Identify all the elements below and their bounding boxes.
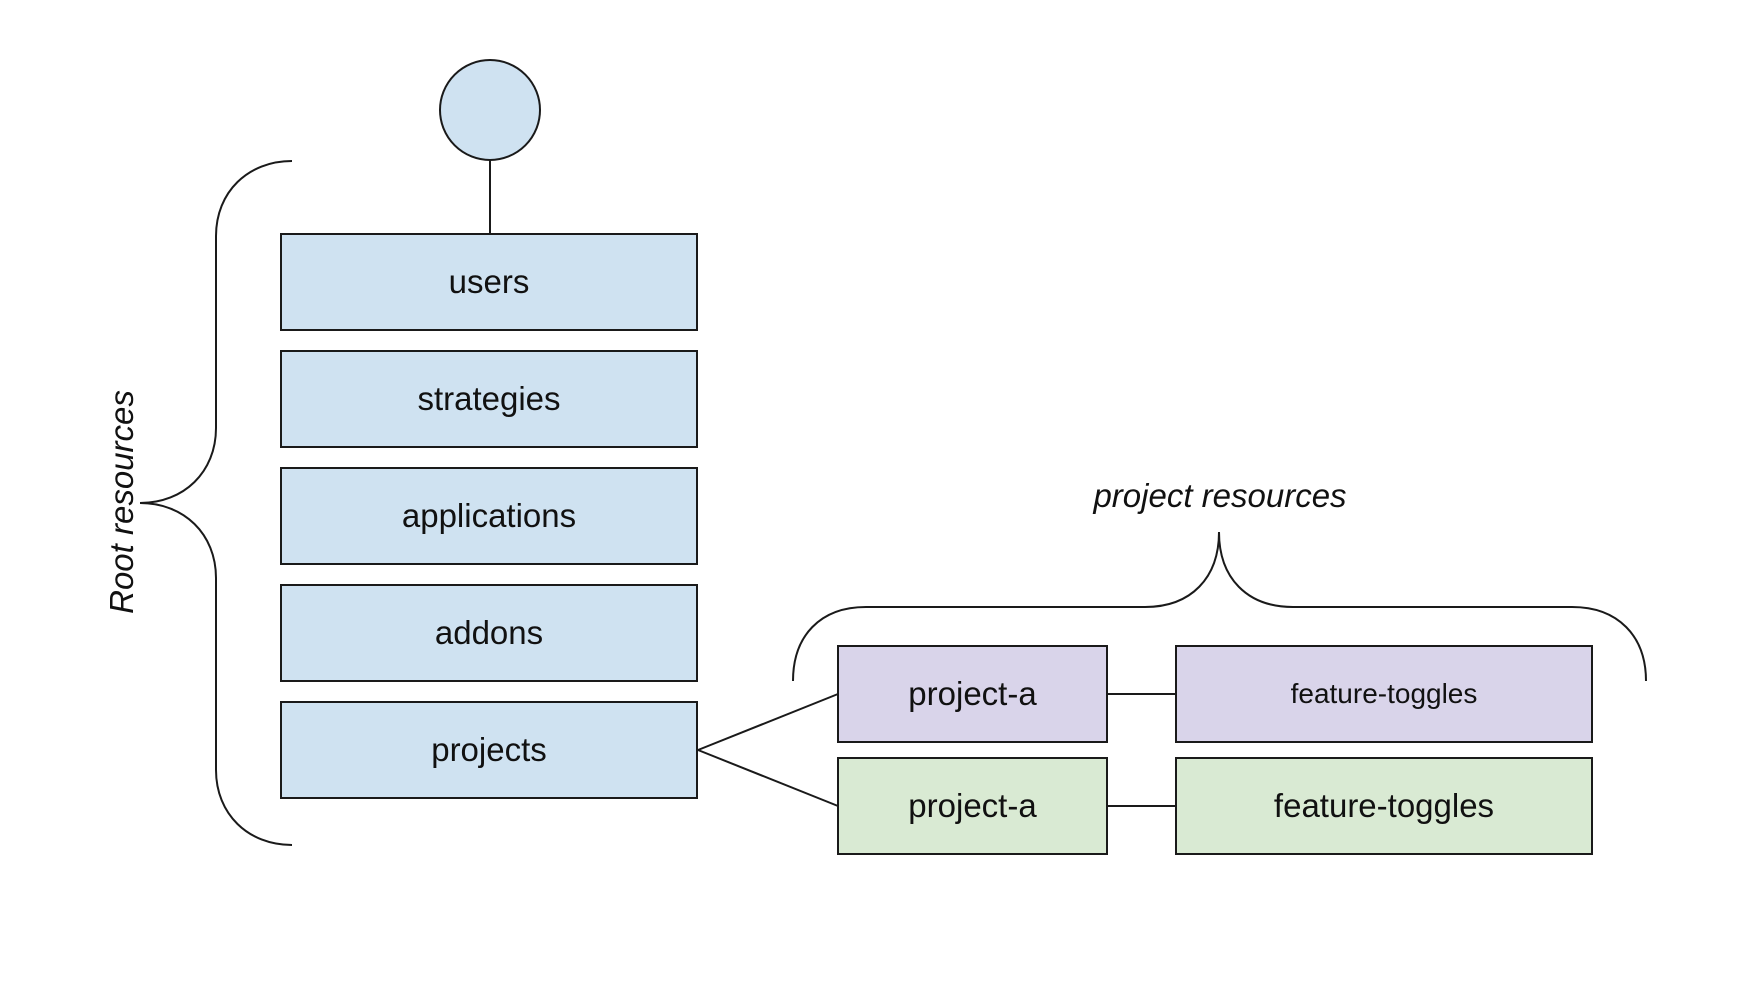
root-box-label: applications: [401, 497, 577, 534]
root-box-projects: projects: [280, 701, 698, 799]
project-a-feature-toggles-box: feature-toggles: [1175, 645, 1593, 743]
projects-to-project-a-line: [697, 693, 839, 751]
root-node-circle: [439, 59, 541, 161]
project-a-box: project-a: [837, 645, 1108, 743]
root-resources-brace: [139, 160, 293, 846]
resource-label: feature-toggles: [1273, 787, 1495, 824]
root-box-label: strategies: [417, 380, 561, 417]
projects-to-project-b-line: [697, 749, 839, 807]
root-box-label: users: [448, 263, 530, 300]
root-box-label: addons: [434, 614, 544, 651]
root-box-label: projects: [431, 731, 547, 768]
project-resources-label: project resources: [1093, 477, 1347, 514]
root-resources-label: Root resources: [103, 390, 140, 614]
root-box-strategies: strategies: [280, 350, 698, 448]
project-b-feature-toggles-box: feature-toggles: [1175, 757, 1593, 855]
root-box-addons: addons: [280, 584, 698, 682]
resource-label: feature-toggles: [1290, 678, 1478, 709]
project-label: project-a: [908, 675, 1037, 712]
project-label: project-a: [908, 787, 1037, 824]
project-b-box: project-a: [837, 757, 1108, 855]
root-box-applications: applications: [280, 467, 698, 565]
root-box-users: users: [280, 233, 698, 331]
project-resources-brace: [792, 531, 1647, 682]
